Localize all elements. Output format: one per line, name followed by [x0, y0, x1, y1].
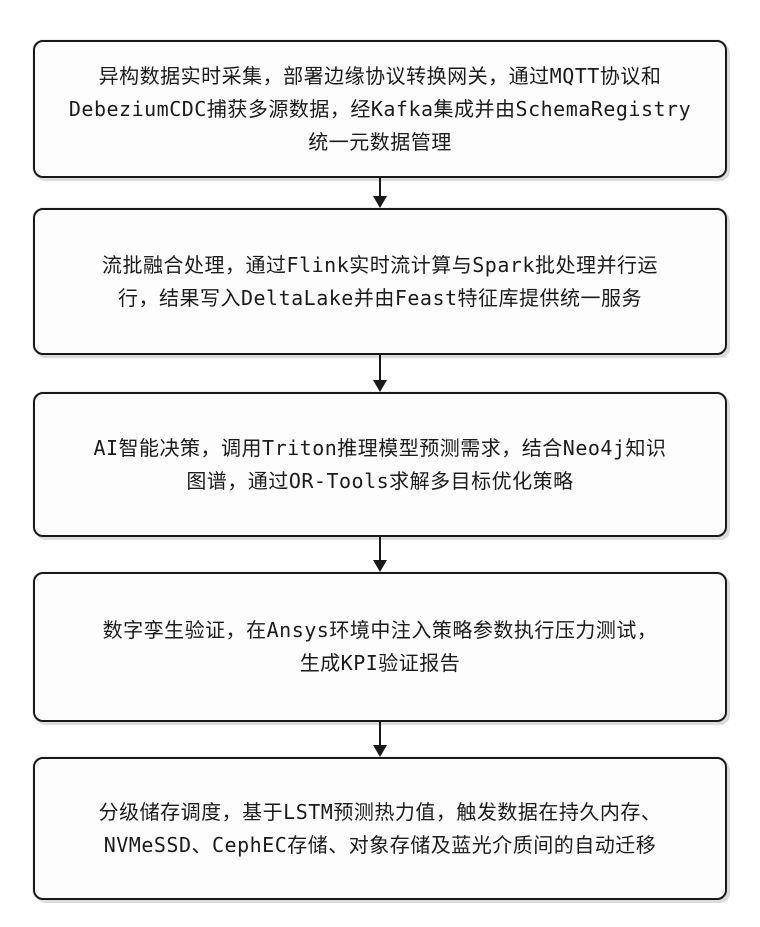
flow-step-text-line: 行，结果写入DeltaLake并由Feast特征库提供统一服务 [117, 285, 643, 310]
flow-step-text-line: 异构数据实时采集，部署边缘协议转换网关，通过MQTT协议和 [98, 63, 662, 88]
flow-step-ai-decision: AI智能决策，调用Triton推理模型预测需求，结合Neo4j知识 图谱，通过O… [33, 392, 727, 537]
arrow-head [373, 745, 387, 757]
flowchart: 异构数据实时采集，部署边缘协议转换网关，通过MQTT协议和 DebeziumCD… [33, 40, 727, 900]
flow-step-text-line: 图谱，通过OR-Tools求解多目标优化策略 [186, 468, 574, 493]
arrow-shaft [379, 355, 381, 380]
arrow-shaft [379, 537, 381, 560]
arrow-down-icon [370, 355, 390, 392]
flow-step-digital-twin-validation: 数字孪生验证，在Ansys环境中注入策略参数执行压力测试， 生成KPI验证报告 [33, 572, 727, 722]
flow-step-text-line: 统一元数据管理 [308, 129, 452, 154]
arrow-down-icon [370, 722, 390, 757]
flow-step-text-line: 流批融合处理，通过Flink实时流计算与Spark批处理并行运 [102, 252, 658, 277]
flow-step-text-line: DebeziumCDC捕获多源数据，经Kafka集成并由SchemaRegist… [68, 96, 692, 121]
flow-step-text-line: 分级储存调度，基于LSTM预测热力值，触发数据在持久内存、 [98, 799, 662, 824]
flow-step-text-line: AI智能决策，调用Triton推理模型预测需求，结合Neo4j知识 [93, 435, 667, 460]
arrow-down-icon [370, 178, 390, 208]
arrow-head [373, 560, 387, 572]
arrow-down-icon [370, 537, 390, 572]
flow-step-text-line: NVMeSSD、CephEC存储、对象存储及蓝光介质间的自动迁移 [103, 832, 657, 857]
flow-step-data-ingestion: 异构数据实时采集，部署边缘协议转换网关，通过MQTT协议和 DebeziumCD… [33, 40, 727, 178]
flow-step-tiered-storage-scheduling: 分级储存调度，基于LSTM预测热力值，触发数据在持久内存、 NVMeSSD、Ce… [33, 757, 727, 900]
flow-step-text-line: 生成KPI验证报告 [299, 651, 461, 675]
arrow-head [373, 196, 387, 208]
flow-step-stream-batch-processing: 流批融合处理，通过Flink实时流计算与Spark批处理并行运 行，结果写入De… [33, 208, 727, 355]
arrow-shaft [379, 178, 381, 196]
arrow-shaft [379, 722, 381, 745]
arrow-head [373, 380, 387, 392]
flow-step-text-line: 数字孪生验证，在Ansys环境中注入策略参数执行压力测试， [102, 618, 658, 642]
